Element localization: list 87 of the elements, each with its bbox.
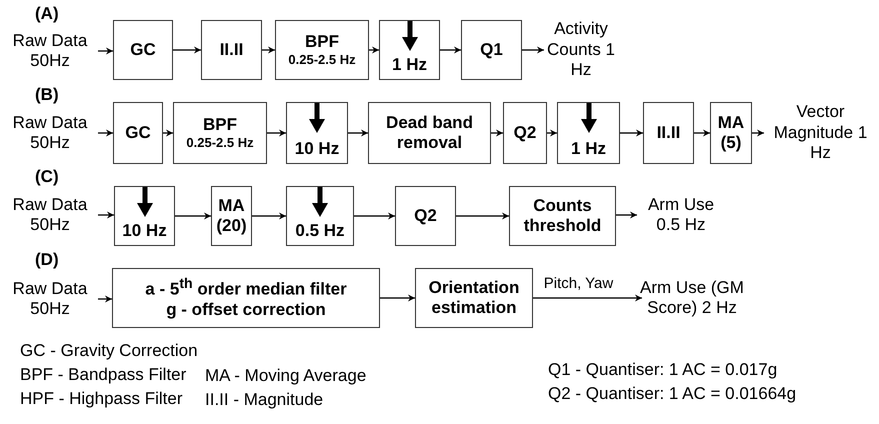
downsample-box xyxy=(286,186,354,246)
process-box xyxy=(643,102,694,164)
arrow xyxy=(440,46,461,54)
box-text: Counts threshold xyxy=(522,196,602,236)
arrow xyxy=(491,130,503,136)
process-box xyxy=(509,186,616,246)
arrow xyxy=(620,130,643,136)
box-text: 1 Hz xyxy=(571,138,606,159)
box-text: Q1 xyxy=(480,40,503,60)
process-box xyxy=(173,102,267,164)
process-box xyxy=(112,268,380,328)
abbreviation-note: GC - Gravity Correction xyxy=(20,341,198,361)
box-text: II.II xyxy=(220,40,244,60)
abbreviation-note: Q2 - Quantiser: 1 AC = 0.01664g xyxy=(548,384,796,404)
downsample-box xyxy=(379,20,440,80)
panel-label: (A) xyxy=(35,4,59,24)
downsample-box xyxy=(114,186,175,246)
arrow xyxy=(348,130,368,136)
arrow xyxy=(98,212,114,218)
arrow xyxy=(616,212,637,218)
process-box xyxy=(415,268,533,328)
arrow xyxy=(522,46,544,54)
box-text: 0.25-2.5 Hz xyxy=(186,135,254,151)
arrow xyxy=(380,294,415,302)
node-text: Raw Data 50Hz xyxy=(12,112,88,154)
arrow xyxy=(98,130,113,136)
process-box xyxy=(710,102,752,164)
arrow xyxy=(354,212,395,220)
downsample-box xyxy=(286,102,348,164)
panel-label: (D) xyxy=(35,250,59,270)
panel-label: (B) xyxy=(35,85,59,105)
abbreviation-note: II.II - Magnitude xyxy=(205,390,324,410)
box-text: 1 Hz xyxy=(392,54,427,75)
arrow xyxy=(547,130,557,136)
box-text: BPF xyxy=(305,32,339,52)
arrow xyxy=(533,294,642,302)
process-box xyxy=(113,20,173,80)
panel-label: (C) xyxy=(35,167,59,187)
arrow xyxy=(267,130,286,136)
node-text: Activity Counts 1 Hz xyxy=(546,19,616,81)
arrow xyxy=(252,212,286,220)
box-text: 0.5 Hz xyxy=(295,220,345,241)
abbreviation-note: MA - Moving Average xyxy=(205,366,366,386)
box-text: GC xyxy=(130,40,156,60)
box-text: Dead band removal xyxy=(385,112,474,154)
arrow xyxy=(456,212,509,220)
process-box xyxy=(275,20,369,80)
arrow xyxy=(262,46,275,54)
arrow xyxy=(175,212,211,220)
abbreviation-note: Q1 - Quantiser: 1 AC = 0.017g xyxy=(548,360,778,380)
box-text: a - 5$^{th}$ order median filter xyxy=(145,276,347,300)
abbreviation-note: HPF - Highpass Filter xyxy=(20,389,182,409)
box-text: 10 Hz xyxy=(294,138,340,159)
process-box xyxy=(201,20,262,80)
node-text: Raw Data 50Hz xyxy=(12,30,88,72)
node-text: Arm Use 0.5 Hz xyxy=(646,194,716,236)
process-box xyxy=(368,102,491,164)
arrow xyxy=(98,48,113,54)
box-text: Q2 xyxy=(514,122,536,144)
box-text: II.II xyxy=(656,122,680,144)
arrow xyxy=(173,46,201,54)
arrow xyxy=(163,130,173,136)
abbreviation-note: BPF - Bandpass Filter xyxy=(20,365,186,385)
node-text: Raw Data 50Hz xyxy=(12,194,88,236)
arrow xyxy=(694,130,710,136)
arrow xyxy=(752,130,764,136)
box-text: MA (5) xyxy=(716,112,746,154)
process-box xyxy=(503,102,547,164)
process-box xyxy=(395,186,456,246)
box-text: BPF xyxy=(203,115,237,136)
box-text: 10 Hz xyxy=(122,220,167,241)
edge-label: Pitch, Yaw xyxy=(544,276,614,292)
arrow xyxy=(369,46,379,54)
node-text: Vector Magnitude 1 Hz xyxy=(772,102,868,164)
box-text: Orientation estimation xyxy=(428,278,520,318)
box-text: Q2 xyxy=(414,206,437,226)
process-box xyxy=(211,186,252,246)
arrow xyxy=(98,296,112,302)
downsample-box xyxy=(557,102,620,164)
box-text: g - offset correction xyxy=(166,300,326,320)
process-box xyxy=(113,102,163,164)
box-text: MA (20) xyxy=(215,196,248,236)
process-box xyxy=(461,20,522,80)
box-text: 0.25-2.5 Hz xyxy=(288,52,356,68)
node-text: Raw Data 50Hz xyxy=(12,278,88,320)
box-text: GC xyxy=(125,122,151,144)
node-text: Arm Use (GM Score) 2 Hz xyxy=(640,278,744,318)
